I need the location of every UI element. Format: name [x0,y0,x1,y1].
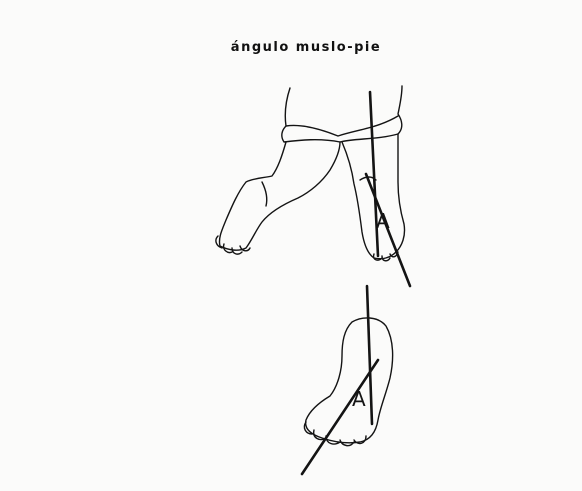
foot-sole-outline [306,318,393,443]
left-toes [216,236,250,254]
lower-diagonal-axis [302,360,378,474]
left-heel-crease [262,182,267,206]
foot-sole-illustration: A [302,286,393,474]
diaper-outline [282,86,402,142]
upper-angle-mark: A [376,209,390,233]
prone-legs-illustration: A [216,86,410,286]
diaper-band [286,116,398,136]
lower-angle-mark: A [352,387,366,411]
left-leg-outline [219,142,340,250]
lower-vertical-axis [367,286,372,424]
